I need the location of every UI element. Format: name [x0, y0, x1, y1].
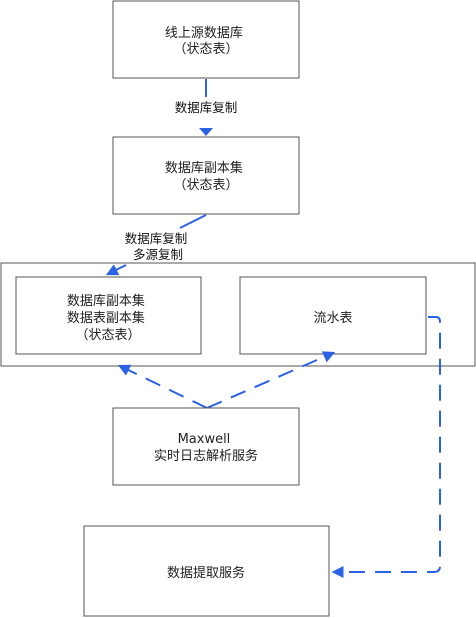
stream-to-extract-arrow	[331, 316, 441, 578]
extract-service-box	[83, 525, 330, 617]
db-copy-label-2: 数据库复制 多源复制	[125, 231, 192, 262]
maxwell-line-2: 实时日志解析服务	[154, 448, 258, 464]
replica-tables-line-2: 数据表副本集	[67, 310, 145, 326]
db-copy-arrowhead-1	[199, 128, 213, 136]
db-copy-arrow-2-tail	[105, 264, 127, 276]
maxwell-line-1: Maxwell	[178, 432, 231, 447]
db-copy-label-1: 数据库复制	[175, 100, 238, 115]
source-db-label: 线上源数据库 （状态表）	[165, 25, 247, 57]
extract-service-label: 数据提取服务	[167, 565, 245, 581]
replica-tables-label: 数据库副本集 数据表副本集 （状态表）	[67, 293, 149, 343]
source-db-box	[112, 0, 300, 79]
stream-table-label: 流水表	[313, 311, 352, 326]
replica-tables-box	[15, 276, 202, 355]
source-db-line-1: 线上源数据库	[165, 25, 243, 41]
replica-set-line-1: 数据库副本集	[165, 160, 243, 176]
maxwell-to-stream-arrow	[206, 351, 336, 409]
replica-group-container	[0, 262, 476, 367]
db-copy-label-2-line-1: 数据库复制	[125, 231, 188, 246]
db-copy-arrow-2	[179, 214, 207, 229]
replica-set-line-2: （状态表）	[173, 178, 238, 193]
source-db-line-2: （状态表）	[173, 42, 238, 57]
replica-tables-line-3: （状态表）	[75, 328, 140, 343]
maxwell-label: Maxwell 实时日志解析服务	[154, 432, 258, 464]
replica-set-label: 数据库副本集 （状态表）	[165, 160, 247, 193]
replica-tables-line-1: 数据库副本集	[67, 293, 145, 309]
maxwell-to-replica-arrow	[117, 364, 208, 409]
maxwell-box	[112, 407, 300, 486]
db-copy-label-2-line-2: 多源复制	[133, 247, 183, 262]
replica-set-box	[112, 136, 300, 215]
